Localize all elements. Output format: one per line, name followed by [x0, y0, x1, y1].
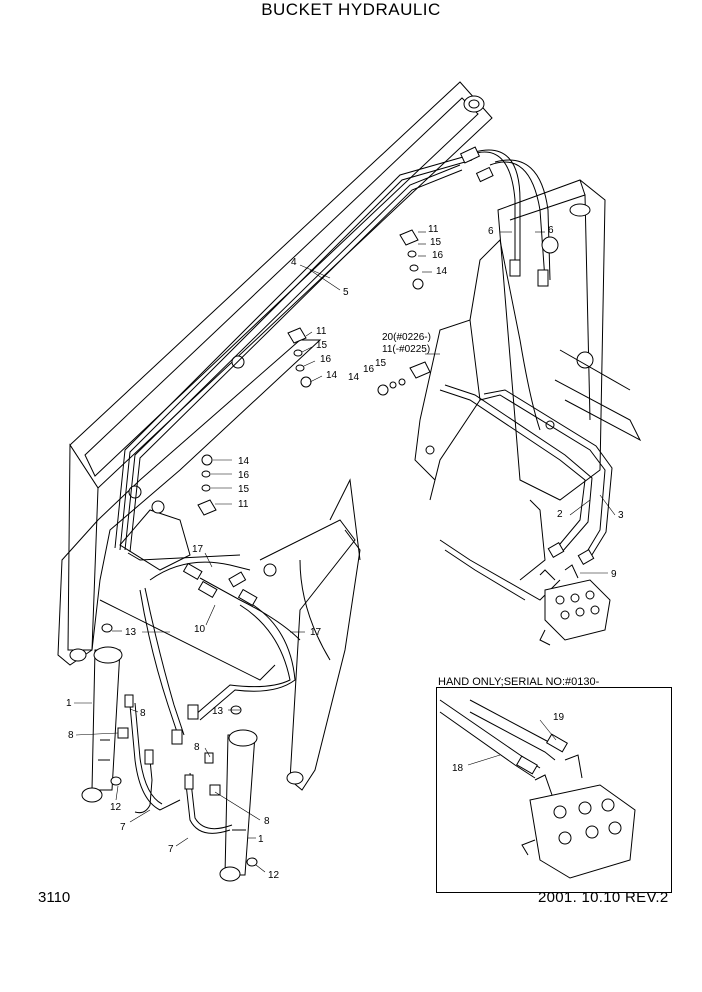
callout-10: 10 — [194, 624, 206, 635]
bracket-fittings — [197, 229, 431, 516]
inset-title: HAND ONLY;SERIAL NO:#0130- — [438, 676, 600, 688]
callout-11d: 11 — [238, 499, 249, 510]
callout-9: 9 — [611, 569, 617, 580]
callout-16c: 16 — [363, 364, 375, 375]
callout-12a: 12 — [110, 802, 122, 813]
callout-13a: 13 — [125, 627, 137, 638]
callout-19: 19 — [553, 712, 565, 723]
callout-2: 2 — [557, 509, 563, 520]
callout-14b: 14 — [326, 370, 338, 381]
loader-tower — [414, 179, 642, 601]
callout-1a: 1 — [66, 698, 72, 709]
callout-20: 20(#0226-) — [382, 332, 431, 343]
callout-6b: 6 — [548, 225, 554, 236]
linkage-hoses — [139, 561, 301, 745]
callout-14c: 14 — [348, 372, 360, 383]
callout-16d: 16 — [238, 470, 250, 481]
callout-16b: 16 — [320, 354, 332, 365]
callout-4: 4 — [291, 257, 297, 268]
callout-15a: 15 — [430, 237, 442, 248]
callout-7a: 7 — [120, 822, 126, 833]
callout-15d: 15 — [238, 484, 250, 495]
callout-16a: 16 — [432, 250, 444, 261]
callout-11b: 11 — [316, 326, 327, 337]
inset-frame — [436, 687, 672, 893]
valve-hoses — [439, 384, 613, 566]
callout-8a: 8 — [68, 730, 74, 741]
callout-15b: 15 — [316, 340, 328, 351]
callout-15c: 15 — [375, 358, 387, 369]
callout-3: 3 — [618, 510, 624, 521]
callout-7b: 7 — [168, 844, 174, 855]
callout-12b: 12 — [268, 870, 280, 881]
leader-lines — [74, 231, 616, 873]
cylinder-hoses — [101, 623, 258, 867]
callout-14a: 14 — [436, 266, 448, 277]
page-title: BUCKET HYDRAULIC — [261, 0, 441, 19]
cylinder-right — [219, 729, 258, 882]
boom-arm — [57, 81, 493, 681]
revision-date: 2001. 10.10 REV.2 — [538, 889, 669, 906]
inset-drawing — [439, 699, 636, 879]
callout-8c: 8 — [194, 742, 200, 753]
boom-hoses — [114, 146, 551, 561]
callout-8b: 8 — [140, 708, 146, 719]
callout-5: 5 — [343, 287, 349, 298]
callout-14d: 14 — [238, 456, 250, 467]
callout-labels: 4 5 6 6 11 15 16 14 11 15 16 14 20(#0226… — [66, 224, 624, 881]
callout-17a: 17 — [192, 544, 204, 555]
control-valve — [539, 564, 611, 646]
callout-11c: 11(-#0225) — [382, 344, 430, 355]
arm-linkage — [259, 478, 361, 791]
page-number: 3110 — [38, 889, 71, 906]
callout-8d: 8 — [264, 816, 270, 827]
callout-17b: 17 — [310, 627, 322, 638]
callout-18: 18 — [452, 763, 464, 774]
callout-1b: 1 — [258, 834, 264, 845]
callout-13b: 13 — [212, 706, 224, 717]
cylinder-left — [81, 646, 123, 803]
callout-6a: 6 — [488, 226, 494, 237]
callout-11a: 11 — [428, 224, 439, 235]
